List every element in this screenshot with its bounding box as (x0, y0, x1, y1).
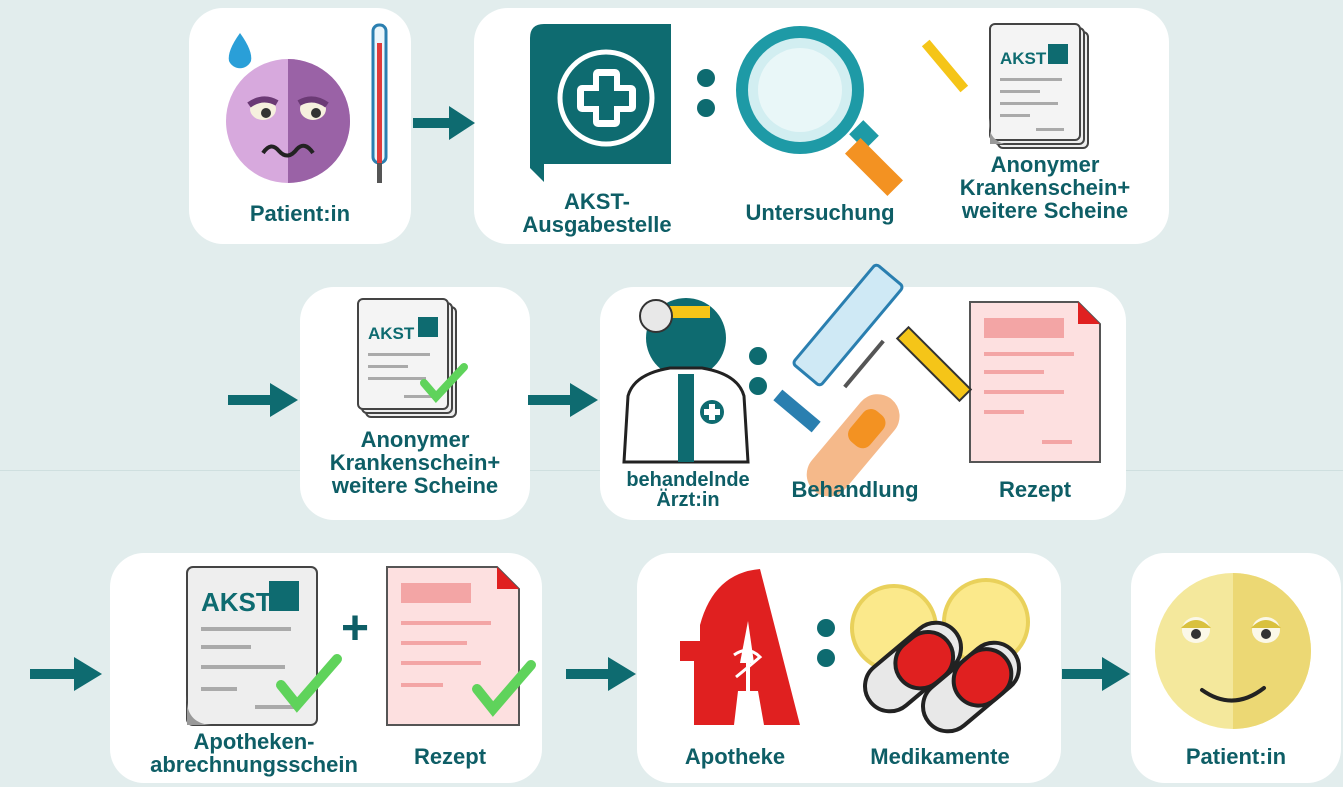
label-akst-ausgabestelle: AKST- Ausgabestelle (522, 189, 672, 237)
label-untersuchung: Untersuchung (745, 200, 895, 225)
arrow-6-icon (1062, 657, 1130, 691)
doctor-icon (622, 298, 750, 464)
plus-sign: + (340, 602, 370, 655)
label-behandelnde: behandelnde Ärzt:in (626, 469, 750, 511)
label-patient-end: Patient:in (1185, 744, 1287, 769)
arrow-3-icon (528, 383, 598, 417)
colon-separator-2 (749, 347, 767, 395)
magnifier-icon (736, 26, 903, 196)
label-rezept-1: Rezept (998, 477, 1072, 502)
label-anonymer-1: Anonymer Krankenschein+ weitere Scheine (959, 152, 1131, 223)
label-apotheken: Apotheken- abrechnungsschein (150, 729, 358, 777)
label-patient-start: Patient:in (249, 201, 351, 226)
arrow-1-icon (413, 106, 475, 140)
doc-logo-text: AKST (368, 324, 415, 343)
medication-pills-icon (850, 578, 1030, 734)
pharmacy-a-icon (680, 569, 800, 725)
sick-patient-face-icon (226, 23, 388, 183)
colon-separator-3 (817, 619, 835, 667)
doc-logo-text: AKST (1000, 49, 1047, 68)
doc-logo-text: AKST (201, 587, 272, 617)
apotheken-document-checked-icon: AKST (186, 566, 342, 726)
arrow-4-icon (30, 657, 102, 691)
syringe-bandage-icon (773, 263, 904, 497)
prescription-icon (895, 301, 1101, 463)
label-apotheke: Apotheke (684, 744, 786, 769)
prescription-checked-icon (386, 566, 536, 726)
label-behandlung: Behandlung (791, 477, 919, 502)
akst-office-sign-icon (530, 24, 671, 182)
akst-document-stack-icon: AKST (921, 23, 1089, 149)
arrow-5-icon (566, 657, 636, 691)
label-medikamente: Medikamente (870, 744, 1010, 769)
label-anonymer-2: Anonymer Krankenschein+ weitere Scheine (329, 427, 501, 498)
akst-document-stack-checked-icon: AKST (357, 298, 468, 418)
happy-patient-face-icon (1155, 573, 1311, 729)
arrow-2-icon (228, 383, 298, 417)
label-rezept-2: Rezept (413, 744, 487, 769)
colon-separator-1 (697, 69, 715, 117)
